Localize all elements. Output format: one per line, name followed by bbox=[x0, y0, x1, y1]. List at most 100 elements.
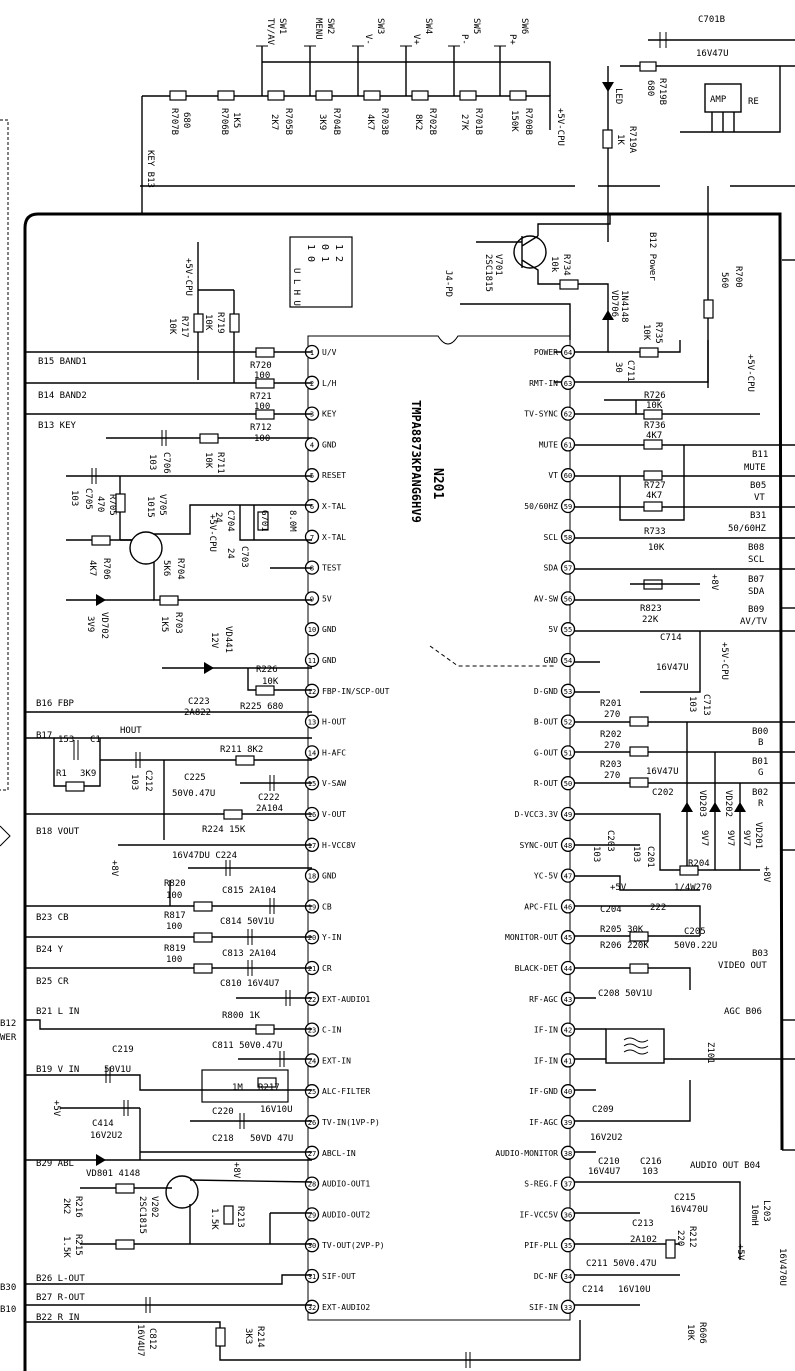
pin-number-60: 60 bbox=[564, 472, 572, 480]
value-c703: 24 bbox=[225, 548, 235, 559]
net-b21-l-in: B21 L IN bbox=[36, 1007, 79, 1017]
value-r704: 5K6 bbox=[161, 560, 171, 576]
pin-label-32: EXT-AUDIO2 bbox=[322, 1303, 370, 1312]
switch-ref-sw6: SW6 bbox=[519, 18, 529, 34]
value-vd702: 3V9 bbox=[85, 616, 95, 632]
pin-11 bbox=[304, 652, 320, 668]
value-c215: 16V470U bbox=[670, 1205, 708, 1215]
pin-number-36: 36 bbox=[564, 1211, 572, 1219]
label-c222: C222 bbox=[258, 793, 280, 803]
supply-5v-cpu-rmt: +5V-CPU bbox=[745, 354, 755, 392]
alc-filter-network bbox=[201, 1069, 289, 1103]
value-c713: 103 bbox=[687, 696, 697, 712]
pin-number-21: 21 bbox=[308, 965, 316, 973]
net-b29-abl: B29 ABL bbox=[36, 1159, 74, 1169]
switch-ref-sw4: SW4 bbox=[423, 18, 433, 34]
pin-number-50: 50 bbox=[564, 780, 572, 788]
pin-number-63: 63 bbox=[564, 380, 572, 388]
switch-name-tvav: TV/AV bbox=[265, 18, 275, 46]
net-b19-v-in: B19 V IN bbox=[36, 1065, 79, 1075]
pin-45 bbox=[560, 930, 576, 945]
pin-label-23: C-IN bbox=[322, 1026, 341, 1035]
label-c216: C216 bbox=[640, 1157, 662, 1167]
value-vd201: 9V7 bbox=[741, 830, 751, 846]
resistor-r216 bbox=[115, 1183, 135, 1194]
pin-5 bbox=[304, 468, 320, 483]
label-c212: C212 bbox=[143, 770, 153, 792]
pin-label-28: AUDIO-OUT1 bbox=[322, 1180, 370, 1189]
label-r203: R203 bbox=[600, 760, 622, 770]
supply-5v-cpu-c714: +5V-CPU bbox=[719, 642, 729, 680]
pin-number-55: 55 bbox=[564, 626, 572, 634]
value-r202: 270 bbox=[604, 741, 620, 751]
pin-number-16: 16 bbox=[308, 811, 316, 819]
label-r226: R226 bbox=[256, 665, 278, 675]
pin-number-64: 64 bbox=[564, 349, 572, 357]
pin-number-24: 24 bbox=[308, 1057, 316, 1065]
resistor-r701b bbox=[459, 90, 477, 101]
pin-number-45: 45 bbox=[564, 934, 572, 942]
pin-label-12: FBP-IN/SCP-OUT bbox=[322, 687, 390, 696]
switch-name-vminus: V- bbox=[363, 34, 373, 45]
net-b05: B05 bbox=[750, 481, 766, 491]
value-c213: 2A102 bbox=[630, 1235, 657, 1245]
right-wiring bbox=[574, 399, 795, 1306]
resistor-r214 bbox=[215, 1327, 226, 1347]
pin-label-41: IF-IN bbox=[534, 1056, 558, 1065]
pin-label-13: H-OUT bbox=[322, 718, 346, 727]
ic-n201: N201 TMPA8873KPANG6HV9 bbox=[307, 335, 571, 1321]
pin-label-22: EXT-AUDIO1 bbox=[322, 995, 370, 1004]
label-r202: R202 bbox=[600, 730, 622, 740]
value-r706b: 1K5 bbox=[231, 112, 241, 128]
resistor-r215 bbox=[115, 1239, 135, 1250]
pin-number-23: 23 bbox=[308, 1027, 316, 1035]
label-r820: R820 bbox=[164, 879, 186, 889]
saw-filter-z101 bbox=[605, 1028, 665, 1064]
resistor-r213 bbox=[223, 1205, 234, 1225]
label-r819: R819 bbox=[164, 944, 186, 954]
pin-label-52: B-OUT bbox=[534, 718, 558, 727]
edge-b12: B12 bbox=[0, 1019, 16, 1029]
part-vd706: 1N4148 bbox=[619, 290, 629, 323]
pin-number-37: 37 bbox=[564, 1181, 572, 1189]
label-c704: C704 bbox=[225, 510, 235, 532]
label-c706: C706 bbox=[161, 452, 171, 474]
switch-ref-sw5: SW5 bbox=[471, 18, 481, 34]
label-r706: R706 bbox=[101, 558, 111, 580]
label-r212: R212 bbox=[687, 1226, 697, 1248]
value-r719a: 1K bbox=[615, 134, 625, 145]
value-r702b: 8K2 bbox=[413, 114, 423, 130]
resistor-r712 bbox=[255, 409, 275, 420]
pin-34 bbox=[560, 1268, 576, 1284]
pin-label-19: CB bbox=[322, 902, 332, 911]
pin-58 bbox=[560, 529, 576, 544]
label-r204: R204 bbox=[688, 859, 710, 869]
pin-number-43: 43 bbox=[564, 996, 572, 1004]
key-switch-matrix bbox=[140, 45, 795, 214]
pin-9 bbox=[304, 591, 320, 606]
label-v701: V701 bbox=[493, 254, 503, 276]
switch-name-vplus: V+ bbox=[411, 34, 421, 45]
resistor-r201 bbox=[629, 716, 649, 727]
pin-number-1: 1 bbox=[310, 349, 314, 357]
pin-36 bbox=[560, 1207, 576, 1222]
value-r216: 2K2 bbox=[61, 1198, 71, 1214]
pin-number-7: 7 bbox=[310, 534, 314, 542]
label-c218: C218 bbox=[212, 1134, 234, 1144]
value-r706: 4K7 bbox=[87, 560, 97, 576]
pin-label-39: IF-AGC bbox=[529, 1118, 558, 1127]
label-c811: C811 50V0.47U bbox=[212, 1041, 282, 1051]
pin-number-56: 56 bbox=[564, 595, 572, 603]
resistor-r819 bbox=[193, 963, 213, 974]
pin-label-61: MUTE bbox=[539, 440, 558, 449]
label-r206: R206 220K bbox=[600, 941, 649, 951]
resistor-r719a bbox=[602, 129, 613, 149]
supply-5v-cpu-top-left: +5V-CPU bbox=[183, 258, 193, 296]
label-r703b: R703B bbox=[379, 108, 389, 135]
net-audio-out-b04: AUDIO OUT B04 bbox=[690, 1161, 760, 1171]
pin-24 bbox=[304, 1053, 320, 1068]
pin-label-26: TV-IN(1VP-P) bbox=[322, 1118, 380, 1127]
pin-label-33: SIF-IN bbox=[529, 1303, 558, 1312]
pin-63 bbox=[560, 375, 576, 390]
net-b23-cb: B23 CB bbox=[36, 913, 69, 923]
